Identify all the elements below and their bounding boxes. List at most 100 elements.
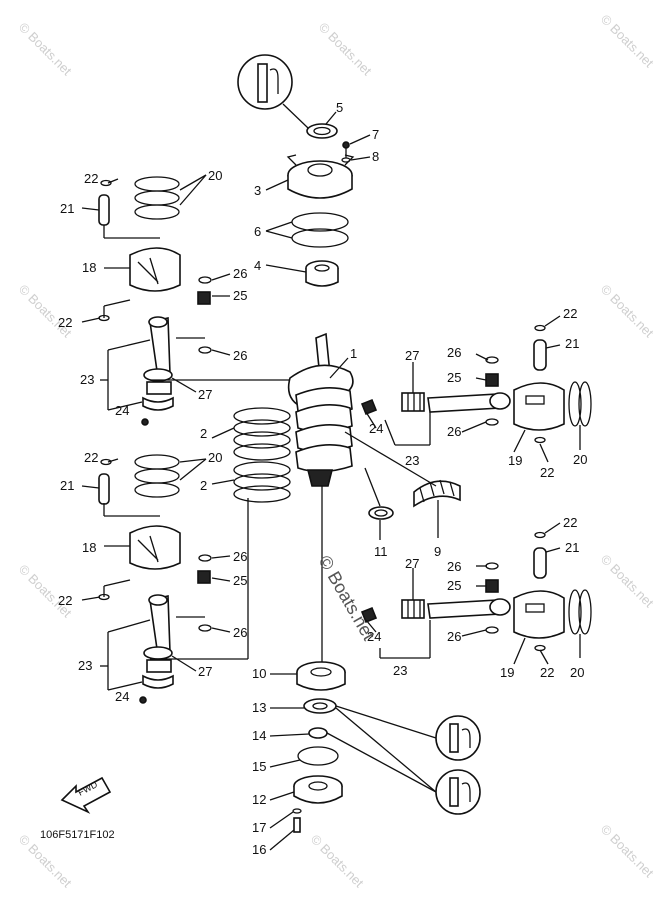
diagram-code: 106F5171F102 [40,829,115,841]
callout-22: 22 [540,665,554,680]
callout-27: 27 [198,387,212,402]
leader-lines [81,111,581,851]
callout-24: 24 [115,403,129,418]
callout-22: 22 [58,315,72,330]
callout-6: 6 [254,224,261,239]
callout-26: 26 [233,266,247,281]
callout-20: 20 [570,665,584,680]
callout-16: 16 [252,842,266,857]
callout-21: 21 [565,336,579,351]
watermark-text: © Boats.net [598,282,657,341]
crankshaft-1 [287,332,354,487]
housing-3 [286,154,355,199]
callout-18: 18 [82,260,96,275]
callout-22: 22 [540,465,554,480]
bearing-9 [413,479,461,508]
oil-seal-5 [306,123,338,139]
callout-26: 26 [233,348,247,363]
left-lower-assembly [98,454,212,704]
callout-25: 25 [233,288,247,303]
callout-25: 25 [447,578,461,593]
watermark-text: © Boats.net [16,282,75,341]
callout-23: 23 [393,663,407,678]
callout-numbers: 5 7 8 3 6 4 1 2 2 22 20 21 18 26 25 22 2… [58,100,587,857]
right-upper-assembly [360,324,592,444]
callout-23: 23 [80,372,94,387]
watermark-text: © Boats.net [316,20,375,79]
callout-25: 25 [233,573,247,588]
fwd-arrow-icon: FWD [60,776,112,814]
callout-5: 5 [336,100,343,115]
piston-rings-2 [233,407,291,503]
watermark-text: © Boats.net [598,822,657,881]
callout-15: 15 [252,759,266,774]
callout-1: 1 [350,346,357,361]
callout-27: 27 [405,348,419,363]
callout-25: 25 [447,370,461,385]
watermark-text: © Boats.net [598,12,657,71]
callout-26: 26 [447,424,461,439]
watermark-text: © Boats.net [308,832,367,891]
seal-detail-bubble [237,54,309,129]
callout-24: 24 [369,421,383,436]
callout-27: 27 [198,664,212,679]
callout-11: 11 [374,544,388,559]
callout-7: 7 [372,127,379,142]
callout-20: 20 [208,168,222,183]
callout-26: 26 [447,629,461,644]
callout-8: 8 [372,149,379,164]
callout-23: 23 [405,453,419,468]
washer-17 [292,808,302,814]
callout-17: 17 [252,820,266,835]
callout-22: 22 [563,515,577,530]
callout-23: 23 [78,658,92,673]
callout-26: 26 [447,559,461,574]
callout-22: 22 [84,450,98,465]
seal-11 [368,506,394,520]
bolt-16 [293,817,301,833]
left-upper-assembly [98,176,212,426]
o-ring-15 [297,746,339,766]
callout-24: 24 [367,629,381,644]
callout-21: 21 [60,201,74,216]
callout-20: 20 [208,450,222,465]
callout-14: 14 [252,728,266,743]
callout-3: 3 [254,183,261,198]
callout-10: 10 [252,666,266,681]
callout-20: 20 [573,452,587,467]
center-watermark: © Boats.net [315,552,379,644]
callout-21: 21 [60,478,74,493]
callout-22: 22 [563,306,577,321]
callout-27: 27 [405,556,419,571]
bearing-4 [305,260,339,287]
callout-22: 22 [58,593,72,608]
callout-24: 24 [115,689,129,704]
bolt-7 [342,141,350,158]
callout-22: 22 [84,171,98,186]
callout-12: 12 [252,792,266,807]
callout-4: 4 [254,258,261,273]
bearing-10 [296,661,346,691]
callout-13: 13 [252,700,266,715]
lower-housing-12 [293,775,343,804]
callout-2-upper: 2 [200,426,207,441]
watermark-text: © Boats.net [598,552,657,611]
callout-19: 19 [500,665,514,680]
oil-seal-13 [303,698,337,714]
o-rings-6 [291,212,349,248]
oil-seal-14 [308,727,328,739]
callout-2-lower: 2 [200,478,207,493]
callout-19: 19 [508,453,522,468]
callout-26: 26 [447,345,461,360]
watermark-text: © Boats.net [16,20,75,79]
right-lower-assembly [360,531,592,652]
seal-detail-bubbles-lower [435,715,481,815]
callout-26: 26 [233,625,247,640]
callout-26: 26 [233,549,247,564]
callout-18: 18 [82,540,96,555]
watermark-text: © Boats.net [16,562,75,621]
callout-21: 21 [565,540,579,555]
callout-9: 9 [434,544,441,559]
